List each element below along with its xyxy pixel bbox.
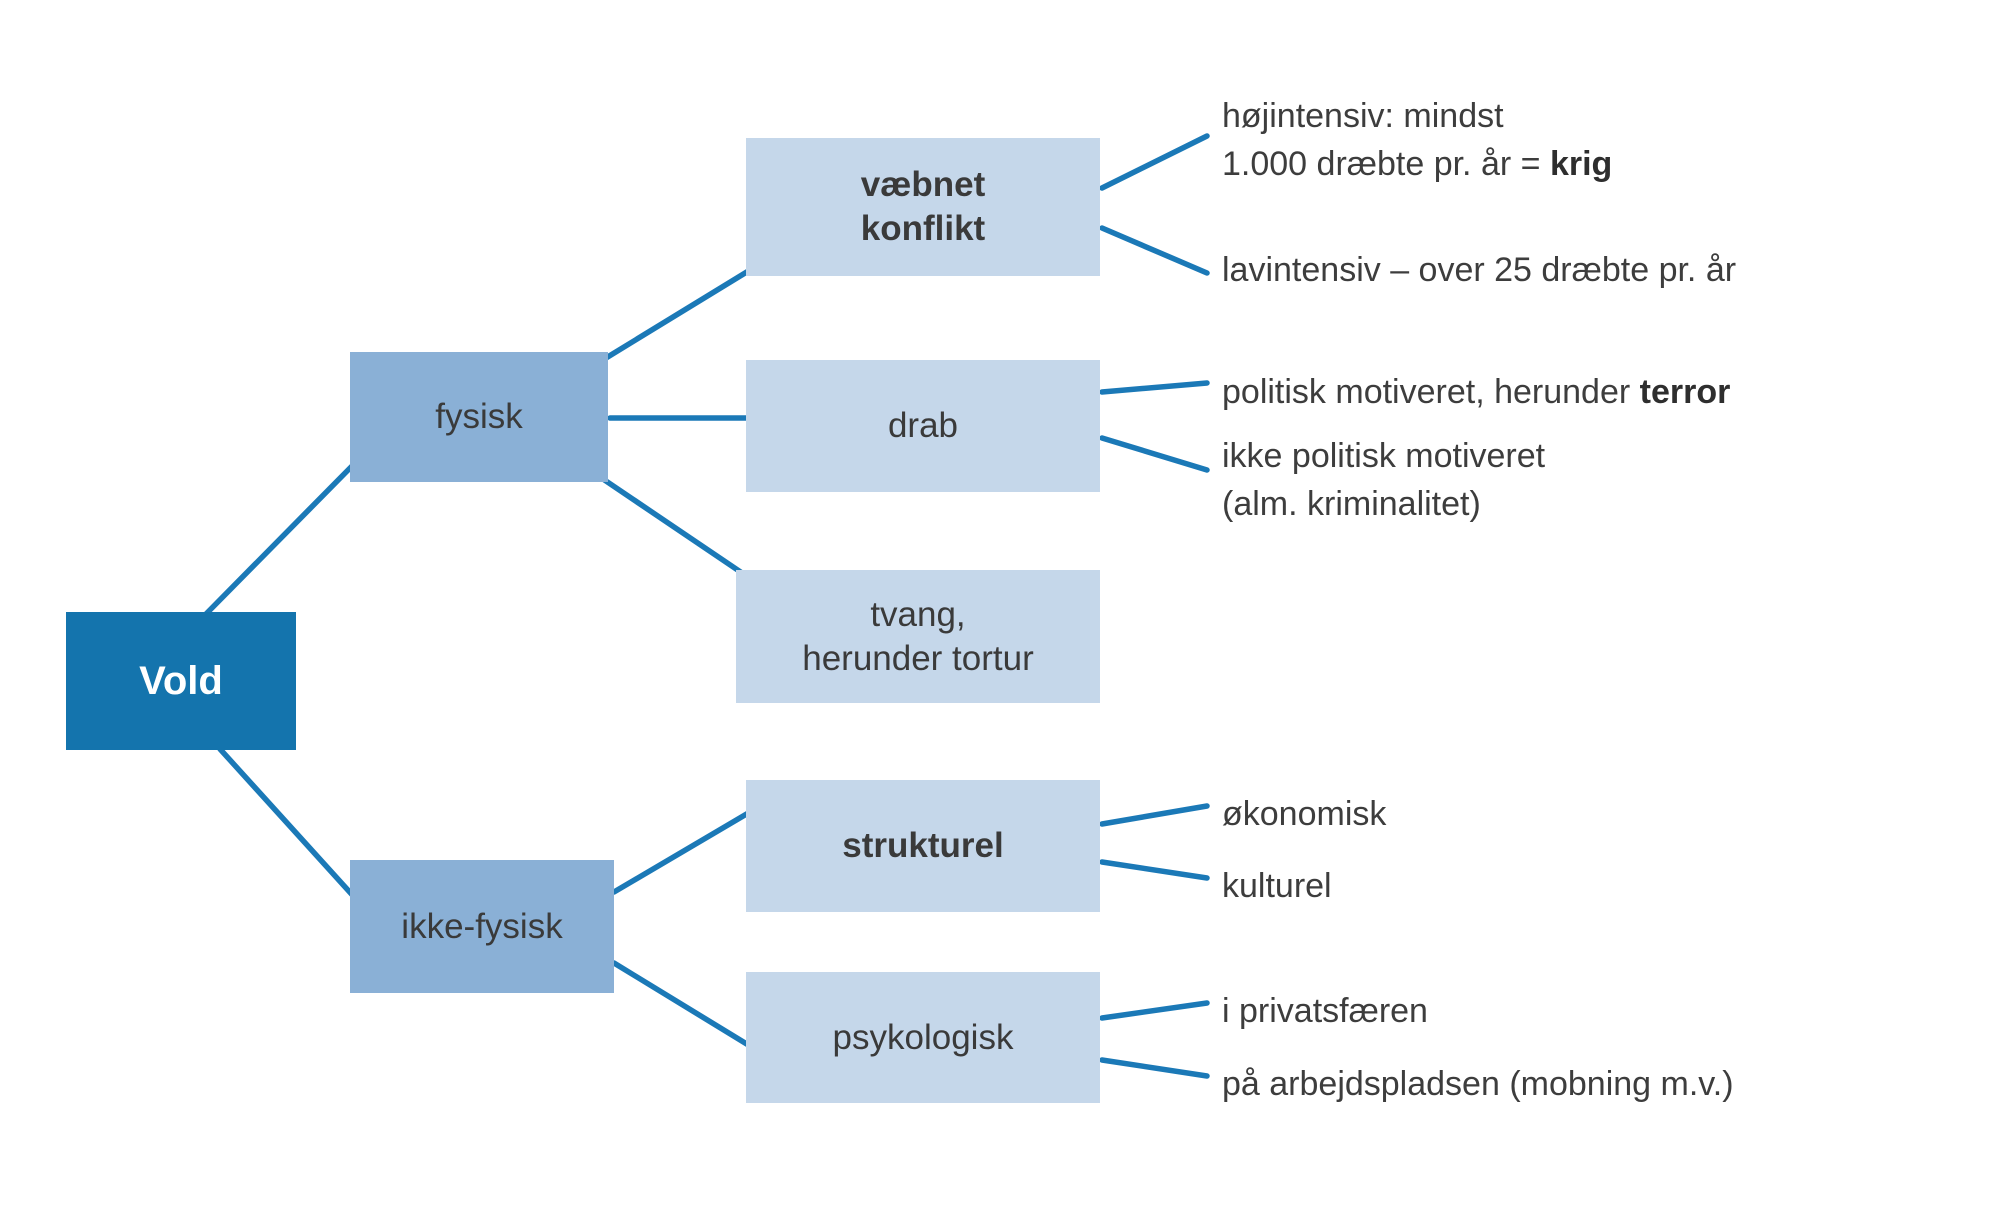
edge-vold-fysisk (203, 459, 359, 617)
annotation-arbejdspladsen: på arbejdspladsen (mobning m.v.) (1222, 1060, 1734, 1108)
node-ikke-fysisk: ikke-fysisk (350, 860, 614, 993)
annotation-hoejintensiv-line2-bold: krig (1549, 145, 1613, 183)
edge-drab-ikke-politisk (1099, 435, 1210, 473)
node-strukturel-label: strukturel (842, 826, 1004, 866)
edge-psykologisk-privatsfaeren (1099, 1000, 1210, 1021)
edge-vold-ikke-fysisk (217, 746, 359, 902)
annotation-lavintensiv: lavintensiv – over 25 dræbte pr. år (1222, 246, 1736, 294)
edge-drab-politisk (1099, 380, 1210, 395)
edge-ikke-fysisk-strukturel (611, 809, 753, 895)
annotation-hoejintensiv: højintensiv: mindst 1.000 dræbte pr. år … (1222, 92, 1612, 188)
annotation-ikke-politisk-line2: (alm. kriminalitet) (1222, 485, 1481, 523)
node-vaebnet-konflikt: væbnet konflikt (746, 138, 1100, 276)
node-ikke-fysisk-label: ikke-fysisk (401, 906, 563, 946)
annotation-kulturel-text: kulturel (1222, 867, 1332, 905)
edge-psykologisk-arbejdspladsen (1099, 1057, 1210, 1079)
edge-ikke-fysisk-psykologisk (611, 960, 753, 1049)
node-vaebnet-konflikt-label-line1: væbnet (860, 165, 986, 205)
edge-vaebnet-hoejintensiv (1099, 133, 1210, 191)
annotation-hoejintensiv-line1: højintensiv: mindst (1222, 97, 1504, 135)
node-psykologisk: psykologisk (746, 972, 1100, 1103)
edge-vaebnet-lavintensiv (1099, 225, 1210, 276)
annotation-kulturel: kulturel (1222, 862, 1332, 910)
node-drab-label: drab (887, 406, 959, 446)
annotation-ikke-politisk: ikke politisk motiveret (alm. kriminalit… (1222, 432, 1545, 528)
annotation-politisk-regular: politisk motiveret, herunder (1222, 373, 1640, 411)
annotation-privatsfaeren-text: i privatsfæren (1222, 992, 1428, 1030)
node-fysisk: fysisk (350, 352, 608, 482)
edge-strukturel-kulturel (1099, 859, 1210, 881)
edge-fysisk-tvang (600, 476, 751, 580)
annotation-oekonomisk: økonomisk (1222, 790, 1386, 838)
node-tvang-label-line1: tvang, (870, 594, 966, 634)
annotation-politisk: politisk motiveret, herunder terror (1222, 368, 1730, 416)
node-tvang-label-line2: herunder tortur (802, 638, 1034, 678)
annotation-hoejintensiv-line2: 1.000 dræbte pr. år = krig (1222, 140, 1612, 188)
annotation-privatsfaeren: i privatsfæren (1222, 987, 1428, 1035)
node-tvang: tvang, herunder tortur (736, 570, 1100, 703)
node-fysisk-label: fysisk (435, 397, 523, 437)
edge-fysisk-vaebnet (603, 267, 753, 361)
annotation-oekonomisk-text: økonomisk (1222, 795, 1387, 833)
node-vaebnet-konflikt-label-line2: konflikt (860, 209, 986, 248)
node-drab: drab (746, 360, 1100, 492)
node-vold: Vold (66, 612, 296, 750)
annotation-politisk-bold: terror (1639, 373, 1731, 411)
node-strukturel: strukturel (746, 780, 1100, 912)
annotation-lavintensiv-text: lavintensiv – over 25 dræbte pr. år (1222, 251, 1737, 289)
edge-strukturel-oekonomisk (1099, 803, 1210, 827)
annotation-ikke-politisk-line1: ikke politisk motiveret (1222, 437, 1546, 475)
node-psykologisk-label: psykologisk (832, 1017, 1014, 1057)
annotation-arbejdspladsen-text: på arbejdspladsen (mobning m.v.) (1222, 1065, 1734, 1103)
node-vold-label: Vold (139, 659, 223, 703)
annotation-hoejintensiv-line2-regular: 1.000 dræbte pr. år = (1222, 145, 1550, 183)
